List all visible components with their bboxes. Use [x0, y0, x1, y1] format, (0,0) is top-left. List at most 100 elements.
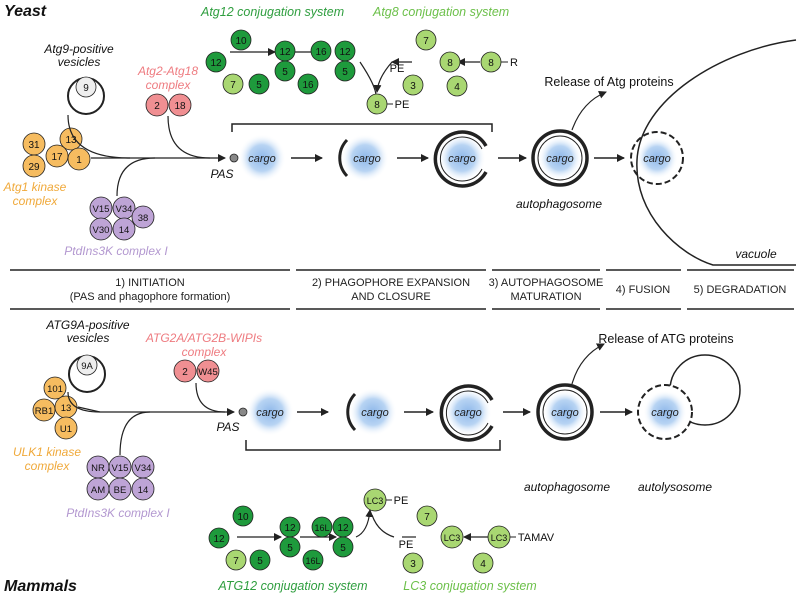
- stage-3-subtitle: MATURATION: [510, 291, 581, 303]
- ambra1-node: AM: [91, 485, 105, 496]
- atg8-node: 8: [374, 100, 380, 111]
- lc3-node: LC3: [444, 533, 461, 543]
- mammals-cargo-3: cargo: [439, 384, 494, 442]
- atg5-node: 5: [340, 543, 346, 554]
- stages-bar: 1) INITIATION (PAS and phagophore format…: [10, 269, 794, 310]
- mammals-ptdins3k-complex: NR V15 V34 AM BE 14: [86, 455, 155, 501]
- atg2-node: [173, 359, 197, 383]
- ulk1-kinase-complex: 101 13 RB1 U1: [32, 376, 78, 440]
- stage-1-title: 1) INITIATION: [115, 277, 185, 289]
- cargo-label: cargo: [454, 407, 482, 419]
- cargo-label: cargo: [643, 153, 671, 165]
- stage-2-subtitle: AND CLOSURE: [351, 291, 430, 303]
- atg2-node-label: 2: [182, 367, 188, 378]
- atg1-kinase-complex: 31 13 17 29 1: [22, 127, 91, 178]
- mammals-bracket: [245, 440, 501, 451]
- atg8-node: 8: [447, 58, 453, 69]
- stage-3-title: 3) AUTOPHAGOSOME: [489, 277, 604, 289]
- cargo-label: cargo: [651, 407, 679, 419]
- yeast-fusion-cargo: cargo: [630, 131, 684, 185]
- vps30-node: V30: [93, 225, 110, 236]
- atg1-node: 1: [76, 155, 82, 166]
- atg5-node: 5: [282, 67, 288, 78]
- cargo-label: cargo: [551, 407, 579, 419]
- mammals-release-label: Release of ATG proteins: [598, 332, 733, 346]
- vps34-node: V34: [116, 204, 133, 215]
- atg38-node: 38: [138, 213, 149, 224]
- autolysosome-label: autolysosome: [638, 480, 712, 494]
- stage-4-title: 4) FUSION: [616, 284, 670, 296]
- mammals-lc3-conjugation-group: LC3 PE PE 7 LC3 LC3 TAMAV 3 4: [355, 488, 555, 574]
- atg8-node: 8: [488, 58, 494, 69]
- atg12-node: 12: [337, 523, 349, 534]
- pe-label: PE: [399, 539, 414, 551]
- pe-label: PE: [390, 63, 405, 75]
- convergence-arrow: [67, 114, 226, 162]
- yeast-atg12-conjugation-group: 10 12 7 5 12 5 16 16 12 5: [205, 29, 356, 95]
- atg16-node: 16: [302, 80, 314, 91]
- yeast-atg12-system-label: Atg12 conjugation system: [200, 5, 344, 19]
- yeast-atg8-conjugation-group: PE 7 3 8 8 R 4 8 PE: [359, 29, 518, 115]
- cargo-label: cargo: [361, 407, 389, 419]
- yeast-release-label: Release of Atg proteins: [544, 75, 673, 89]
- atg12-node: 12: [284, 523, 296, 534]
- atg9-label: Atg9-positive: [43, 42, 114, 56]
- atg13-node: 13: [65, 135, 77, 146]
- atg101-node: 101: [47, 384, 63, 395]
- atg4-node: 4: [454, 82, 460, 93]
- yeast-pas-label: PAS: [210, 167, 233, 181]
- mammals-cargo-1: cargo: [246, 388, 294, 436]
- yeast-atg8-system-label: Atg8 conjugation system: [372, 5, 509, 19]
- atg9-node: 9: [83, 83, 89, 94]
- pas-dot: [229, 153, 239, 163]
- ulk1-node: U1: [60, 424, 72, 435]
- atg16l1-node: 16L: [305, 556, 320, 566]
- wipi-node-label: W45: [198, 367, 218, 378]
- atg2-wipi-label-line2: complex: [182, 345, 228, 359]
- atg9a-vesicle: 9A: [68, 354, 106, 393]
- stage-5-title: 5) DEGRADATION: [694, 284, 787, 296]
- atg13-node: 13: [61, 403, 72, 414]
- ulk1-complex-label-line2: complex: [25, 459, 71, 473]
- mammals-lc3-system-label: LC3 conjugation system: [403, 579, 536, 593]
- atg5-node: 5: [257, 556, 263, 567]
- atg2-atg18-label-line2: complex: [146, 78, 192, 92]
- atg18-node-label: 18: [174, 101, 186, 112]
- atg12-node: 12: [279, 47, 291, 58]
- stage-2-title: 2) PHAGOPHORE EXPANSION: [312, 277, 470, 289]
- atg2-node: [145, 93, 169, 117]
- atg7-node: 7: [230, 80, 236, 91]
- yeast-ptdins-label: PtdIns3K complex I: [64, 244, 168, 258]
- atg9a-node: 9A: [81, 361, 93, 372]
- lc3-node: LC3: [367, 496, 384, 506]
- atg31-node: 31: [28, 140, 40, 151]
- mammals-pas-label: PAS: [216, 420, 239, 434]
- atg4-node: 4: [480, 559, 486, 570]
- mammals-autophagosome-label: autophagosome: [524, 480, 610, 494]
- atg9a-label-line2: vesicles: [67, 331, 110, 345]
- atg10-node: 10: [237, 512, 249, 523]
- ulk1-complex-label: ULK1 kinase: [13, 445, 81, 459]
- atg2-atg18-label: Atg2-Atg18: [137, 64, 198, 78]
- atg14-node: 14: [138, 485, 149, 496]
- atg3-node: 3: [410, 81, 416, 92]
- mammals-cargo-2: cargo: [346, 388, 397, 436]
- mammals-autophagosome: cargo: [536, 383, 594, 441]
- autolysosome: cargo: [637, 354, 741, 440]
- mammals-atg12-system-label: ATG12 conjugation system: [217, 579, 367, 593]
- atg5-node: 5: [342, 67, 348, 78]
- yeast-cargo-2: cargo: [338, 134, 389, 182]
- atg16-node: 16: [315, 47, 327, 58]
- atg12-node: 12: [210, 58, 222, 69]
- becn1-node: BE: [114, 485, 127, 496]
- stage-1-subtitle: (PAS and phagophore formation): [70, 291, 231, 303]
- vacuole-outline: [636, 39, 797, 266]
- yeast-cargo-3: cargo: [433, 130, 488, 188]
- atg9-vesicle: 9: [67, 76, 105, 115]
- yeast-heading: Yeast: [4, 3, 47, 20]
- rb1cc1-node: RB1: [35, 406, 53, 417]
- pe-label: PE: [394, 495, 409, 507]
- pe-label: PE: [395, 99, 410, 111]
- atg29-node: 29: [28, 162, 40, 173]
